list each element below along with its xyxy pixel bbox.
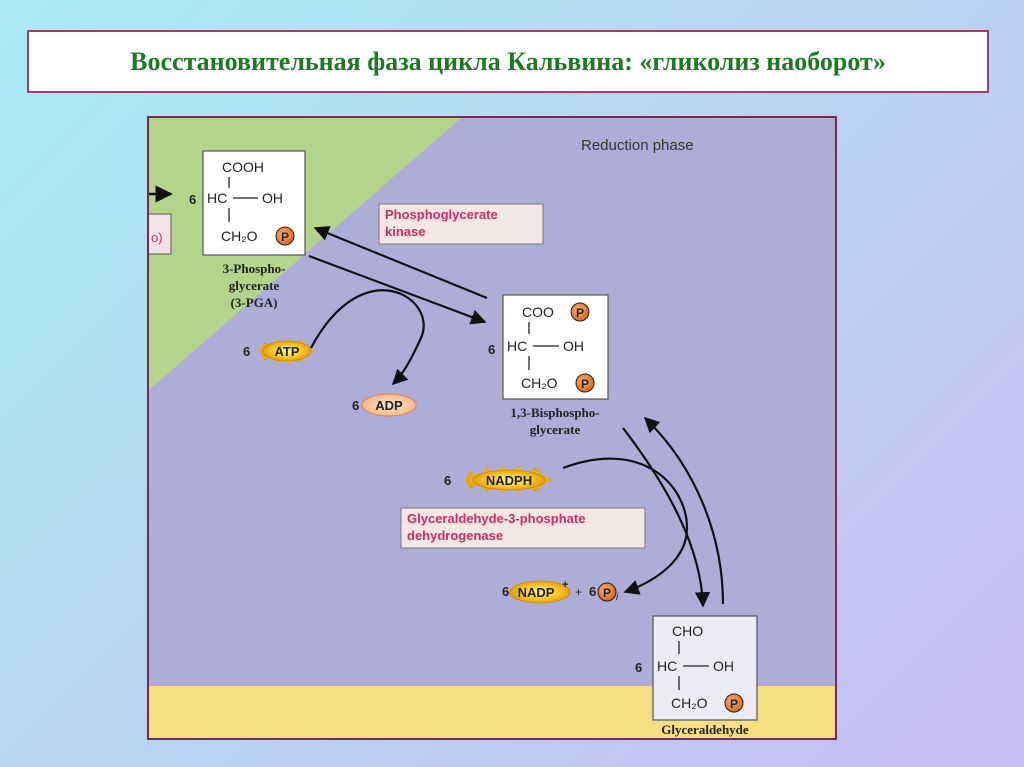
adp-count: 6 (352, 398, 359, 413)
phosphate-label: P (576, 306, 584, 320)
atp-label: ATP (274, 344, 299, 359)
dehydrogenase-line2: dehydrogenase (407, 528, 503, 543)
pga-line1: COOH (222, 159, 264, 175)
pga-count: 6 (189, 192, 196, 207)
pga-hc: HC (207, 190, 227, 206)
phosphate-icon (570, 302, 590, 322)
nadp-badge: 6 NADP + + 6 P i (502, 579, 619, 604)
phosphate-icon (575, 373, 595, 393)
g3p-ch2o: CH₂O (671, 695, 708, 711)
nadp-sup: + (562, 579, 568, 591)
dehydrogenase-box (400, 507, 646, 549)
slide-title: Восстановительная фаза цикла Кальвина: «… (130, 46, 886, 76)
forward-arrow-bpg (622, 427, 711, 608)
kinase-line2: kinase (385, 224, 425, 239)
bpg-name-line1: 1,3-Bisphospho- (510, 405, 599, 420)
bpg-ch2o: CH₂O (521, 375, 558, 391)
compound-g3p: 6 CHO HC OH CH₂O P Glyceraldehyde (635, 615, 758, 737)
reverse-arrow-pga (313, 226, 488, 300)
pi-count: 6 (589, 584, 596, 599)
nadph-count: 6 (444, 473, 451, 488)
phase-label: Reduction phase (581, 137, 694, 154)
nadp-label: NADP (518, 585, 555, 600)
g3p-line1: CHO (672, 623, 703, 639)
pga-name-line1: 3-Phospho- (223, 261, 286, 276)
pga-oh: OH (262, 190, 283, 206)
phosphate-icon (597, 582, 617, 602)
nadp-count: 6 (502, 584, 509, 599)
atp-count: 6 (243, 344, 250, 359)
adp-label: ADP (375, 398, 403, 413)
nadp-ellipse (509, 580, 571, 604)
g3p-count: 6 (635, 660, 642, 675)
kinase-line1: Phosphoglycerate (385, 207, 498, 222)
kinase-box (378, 203, 544, 245)
reverse-arrow-g3p (643, 416, 725, 605)
left-partial-box (149, 213, 172, 255)
compound-bpg: 6 COO P HC OH CH₂O P 1,3-Bisphospho- gly… (488, 294, 609, 437)
kinase-enzyme-box: Phosphoglycerate kinase (378, 203, 544, 245)
nadph-badge: 6 NADPH (444, 466, 553, 493)
adp-ellipse (361, 393, 417, 417)
g3p-oh: OH (713, 658, 734, 674)
bpg-hc: HC (507, 338, 527, 354)
g3p-name-line1: Glyceraldehyde (661, 722, 749, 737)
g3p-hc: HC (657, 658, 677, 674)
title-box: Восстановительная фаза цикла Кальвина: «… (27, 30, 989, 93)
plus-sign: + (575, 585, 582, 599)
reduction-phase-figure: Reduction phase o) 6 COOH HC OH CH₂O P 3… (147, 116, 837, 740)
bpg-oh: OH (563, 338, 584, 354)
forward-arrow-pga (308, 254, 487, 325)
pga-ch2o: CH₂O (221, 228, 258, 244)
phosphate-label: P (730, 697, 738, 711)
pi-sub: i (616, 592, 619, 603)
bpg-count: 6 (488, 342, 495, 357)
dehydrogenase-line1: Glyceraldehyde-3-phosphate (407, 511, 585, 526)
phosphate-icon (724, 693, 744, 713)
phosphate-label: P (603, 586, 611, 600)
phosphate-icon (275, 226, 295, 246)
left-partial-label: o) (151, 230, 163, 245)
atp-badge: 6 ATP (243, 338, 315, 365)
nadph-nadp-arrow (562, 457, 689, 595)
phosphate-label: P (281, 230, 289, 244)
phosphate-label: P (581, 377, 589, 391)
pga-name-line3: (3-PGA) (231, 295, 278, 310)
bpg-box (502, 294, 609, 400)
atp-adp-arrow (310, 289, 425, 386)
bpg-line1: COO (522, 304, 554, 320)
pga-name-line2: glycerate (229, 278, 280, 293)
compound-3pga: 6 COOH HC OH CH₂O P 3-Phospho- glycerate… (189, 150, 306, 310)
diagram-svg: Reduction phase o) 6 COOH HC OH CH₂O P 3… (149, 118, 835, 738)
adp-badge: 6 ADP (352, 393, 417, 417)
dehydrogenase-enzyme-box: Glyceraldehyde-3-phosphate dehydrogenase (400, 507, 646, 549)
bpg-name-line2: glycerate (530, 422, 581, 437)
nadph-label: NADPH (486, 473, 532, 488)
